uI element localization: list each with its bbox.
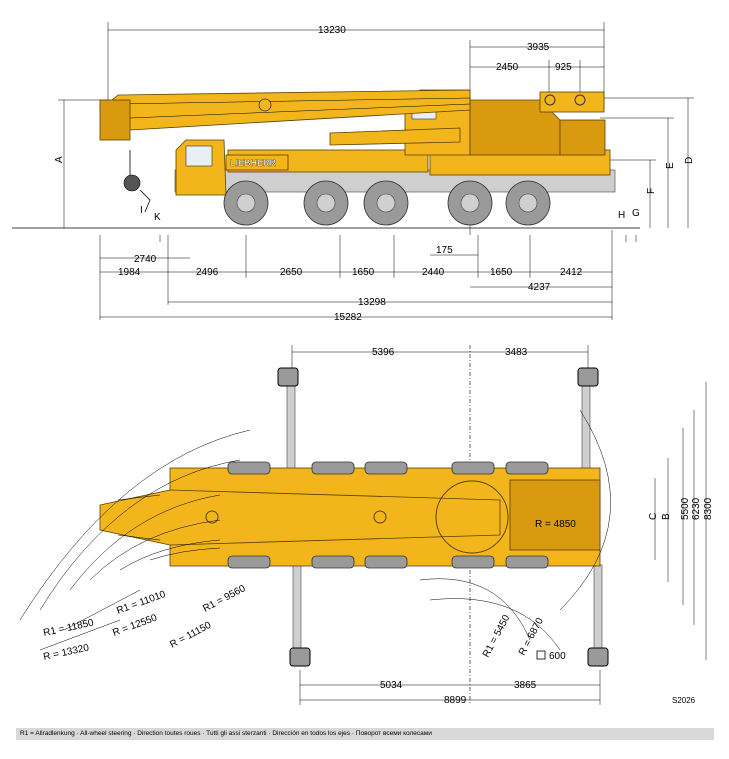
outrigger-pad-rl bbox=[577, 367, 599, 387]
dim-1650-a: 1650 bbox=[352, 267, 375, 278]
figure-id: S2026 bbox=[672, 696, 696, 705]
dim-5500: 5500 bbox=[680, 497, 691, 520]
dim-4237: 4237 bbox=[528, 282, 551, 293]
dim-13230: 13230 bbox=[318, 25, 346, 36]
hook bbox=[139, 189, 151, 213]
slewing-ring bbox=[435, 480, 509, 554]
dim-8300: 8300 bbox=[703, 497, 714, 520]
dim-label-b: B bbox=[661, 513, 672, 520]
outrigger-pad-rr bbox=[587, 647, 609, 667]
boom-plan bbox=[99, 489, 501, 546]
dim-label-c: C bbox=[648, 513, 659, 520]
dim-5034: 5034 bbox=[380, 680, 403, 691]
radius-4850: R = 4850 bbox=[535, 519, 576, 530]
label-g: G bbox=[632, 208, 640, 219]
radius-5450: R1 = 5450 bbox=[481, 613, 513, 660]
wheels bbox=[223, 180, 551, 226]
dim-label-f: F bbox=[646, 188, 657, 194]
dim-2440: 2440 bbox=[422, 267, 445, 278]
dim-3935: 3935 bbox=[527, 42, 550, 53]
radius-9560: R1 = 9560 bbox=[201, 583, 248, 615]
dim-6230: 6230 bbox=[691, 497, 702, 520]
dim-1984: 1984 bbox=[118, 267, 141, 278]
dim-175: 175 bbox=[436, 245, 453, 256]
pad-square-symbol bbox=[536, 650, 546, 660]
radius-11150: R = 11150 bbox=[168, 620, 213, 651]
dim-8899: 8899 bbox=[444, 695, 467, 706]
dim-2740: 2740 bbox=[134, 254, 157, 265]
boom-head bbox=[99, 99, 131, 141]
dim-2450: 2450 bbox=[496, 62, 519, 73]
side-view: 13230 3935 2450 925 A E D F LIEBHERR bbox=[12, 22, 695, 323]
arc-11850 bbox=[39, 459, 241, 611]
top-view: 5396 3483 R = 4 bbox=[19, 345, 714, 706]
dim-5396: 5396 bbox=[372, 347, 395, 358]
boom-tip-rear bbox=[539, 91, 605, 113]
luffing-cylinder bbox=[329, 127, 461, 146]
outrigger-pad-fl bbox=[277, 367, 299, 387]
dim-label-e: E bbox=[665, 162, 676, 169]
dim-3865: 3865 bbox=[514, 680, 537, 691]
arc-13320 bbox=[19, 429, 251, 621]
tyres-plan bbox=[227, 461, 549, 569]
label-k: K bbox=[154, 212, 161, 223]
hook-block bbox=[123, 174, 141, 192]
outrigger-beam-rr bbox=[593, 564, 603, 651]
dim-13298: 13298 bbox=[358, 297, 386, 308]
dim-label-a: A bbox=[54, 156, 65, 163]
label-i: I bbox=[140, 205, 143, 216]
outrigger-beam-fr bbox=[292, 564, 302, 651]
outrigger-beam-fl bbox=[286, 382, 296, 474]
outrigger-pad-fr bbox=[289, 647, 311, 667]
dim-label-d: D bbox=[684, 157, 695, 164]
dim-15282: 15282 bbox=[334, 312, 362, 323]
dim-925: 925 bbox=[555, 62, 572, 73]
radius-11010: R1 = 11010 bbox=[115, 589, 167, 617]
label-h: H bbox=[618, 210, 625, 221]
radius-13320: R = 13320 bbox=[42, 642, 90, 663]
brand-logo: LIEBHERR bbox=[230, 158, 277, 168]
superstructure-plan bbox=[509, 479, 601, 551]
dim-600: 600 bbox=[549, 651, 566, 662]
dim-2496: 2496 bbox=[196, 267, 219, 278]
dim-2412: 2412 bbox=[560, 267, 583, 278]
arc-rear bbox=[559, 409, 611, 611]
dim-1650-b: 1650 bbox=[490, 267, 513, 278]
footer-caption: R1 = Allradlenkung · All-wheel steering … bbox=[16, 728, 714, 740]
radius-11850: R1 = 11850 bbox=[42, 617, 95, 639]
dim-3483: 3483 bbox=[505, 347, 528, 358]
outrigger-beam-rl bbox=[581, 382, 591, 474]
dim-2650: 2650 bbox=[280, 267, 303, 278]
